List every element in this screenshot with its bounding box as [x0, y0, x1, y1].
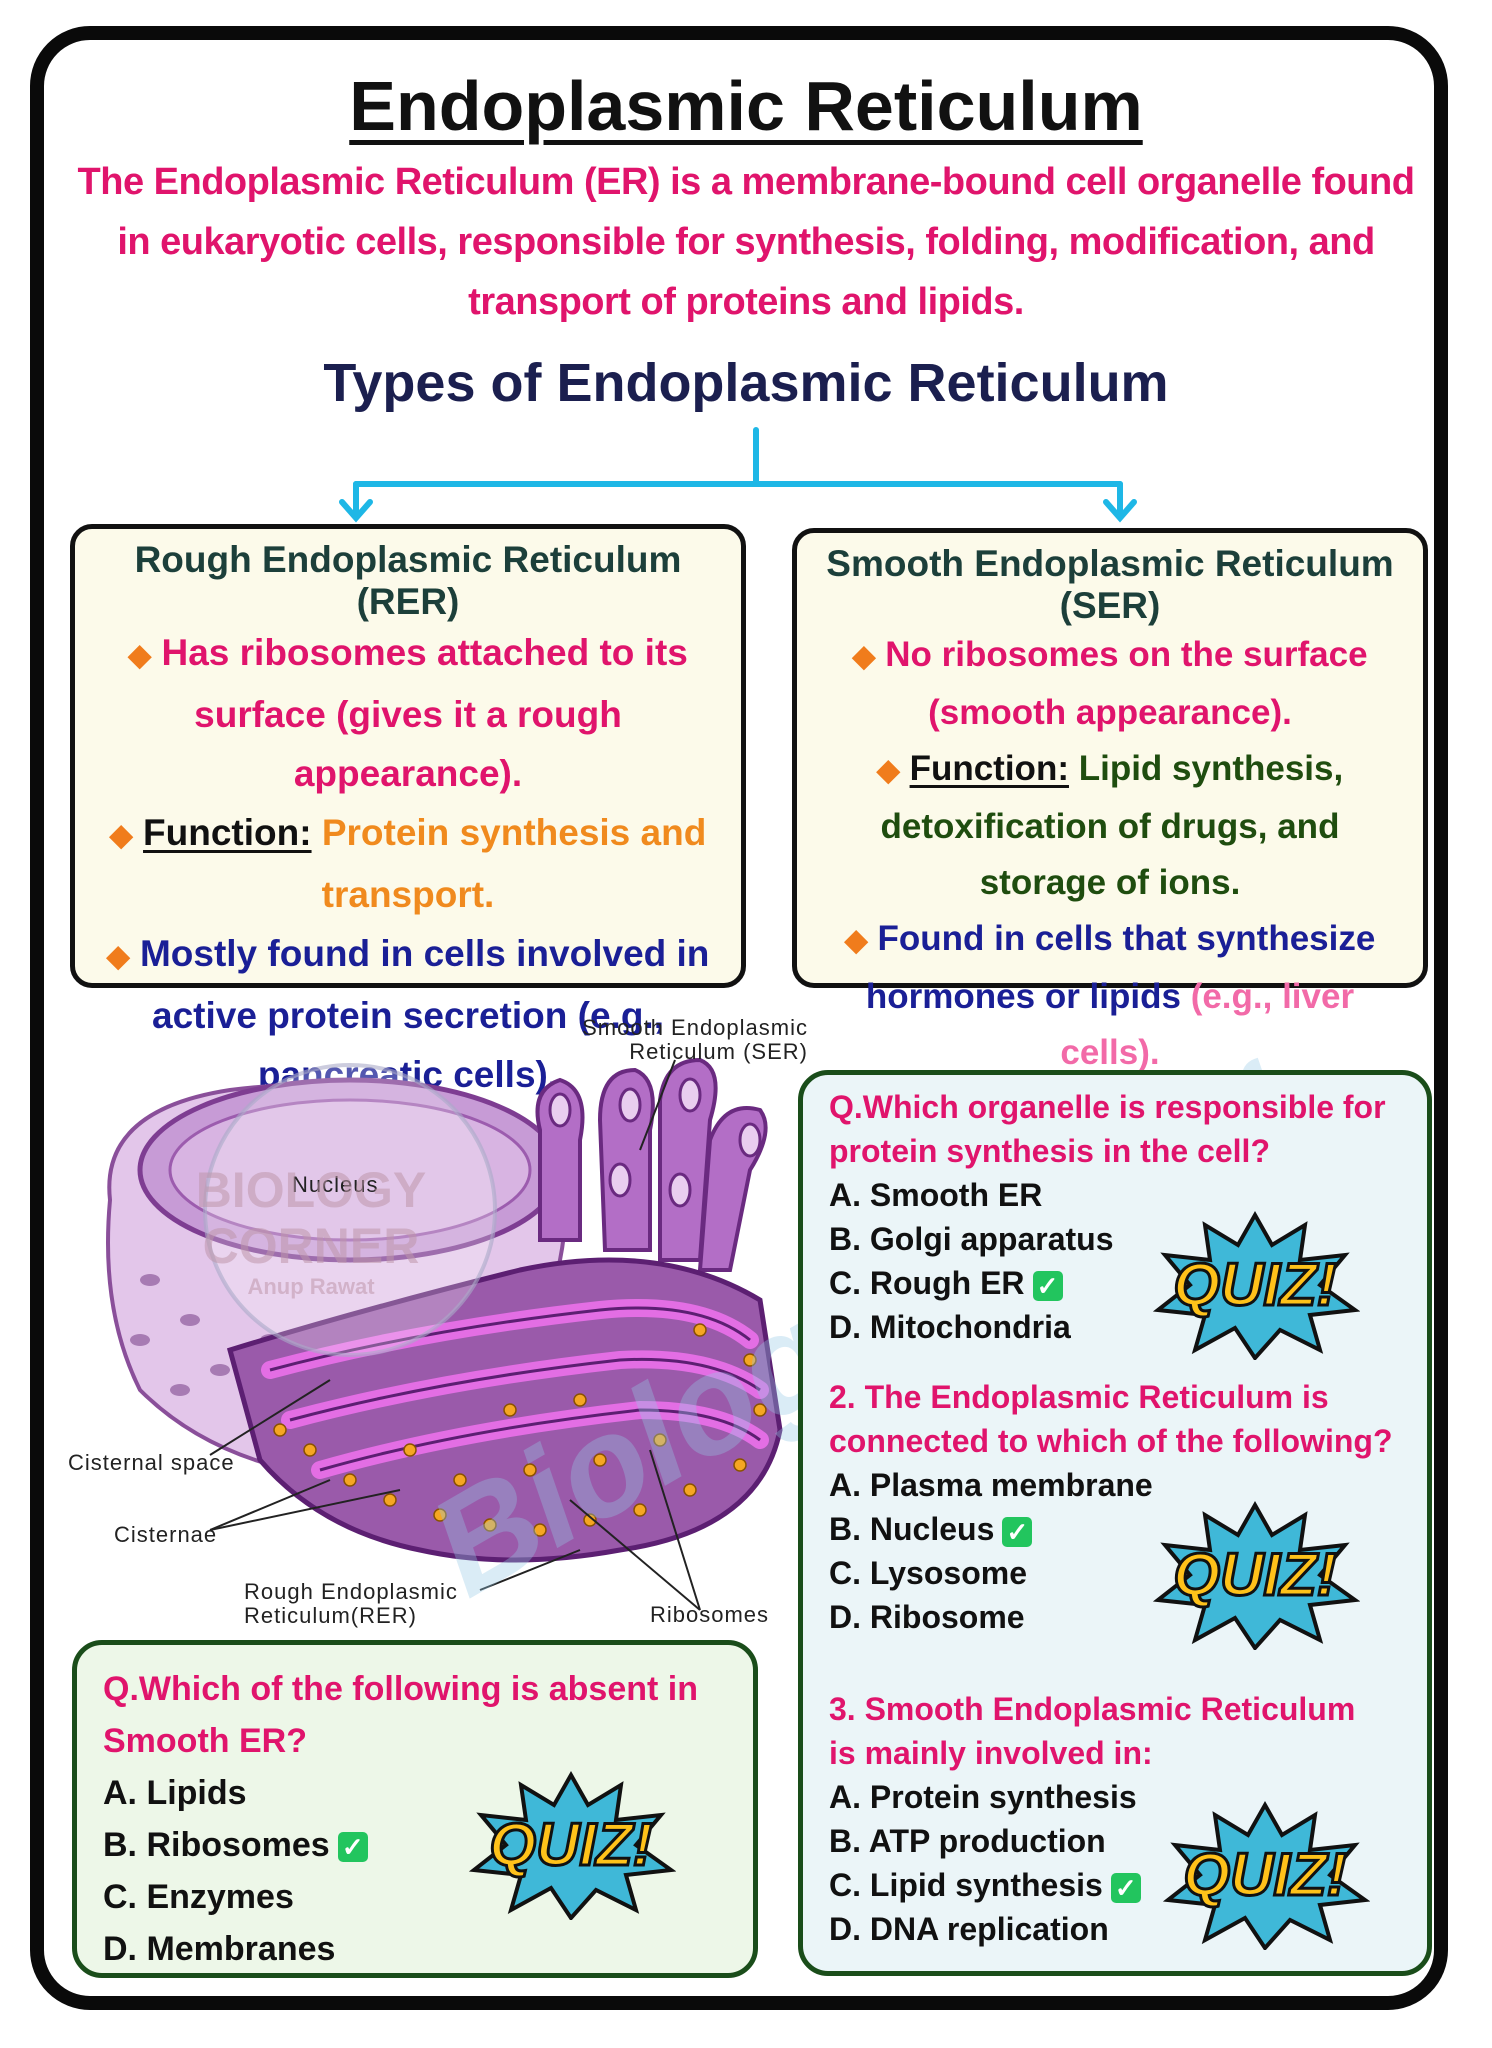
burst-icon	[1162, 1800, 1370, 1950]
quiz-badge-text: QUIZ!	[1172, 1250, 1338, 1320]
quiz4-question: 3. Smooth Endoplasmic Reticulum is mainl…	[829, 1691, 1356, 1771]
diamond-icon: ◆	[876, 754, 900, 787]
quiz1-option-d: D. Membranes	[103, 1930, 336, 1968]
types-heading: Types of Endoplasmic Reticulum	[323, 353, 1169, 413]
ser-card: Smooth Endoplasmic Reticulum (SER) ◆ No …	[792, 528, 1428, 1072]
ser-point3-b: (e.g., liver cells).	[1060, 977, 1355, 1072]
quiz-badge-1: QUIZ!	[466, 1770, 676, 1920]
quiz-panel-right: Q.Which organelle is responsible for pro…	[798, 1070, 1432, 1976]
quiz-badge-text: QUIZ!	[488, 1810, 654, 1880]
er-diagram-illustration	[106, 1057, 783, 1611]
diamond-icon: ◆	[109, 819, 133, 852]
biology-corner-logo: BIOLOGY CORNER Anup Rawat	[186, 1162, 436, 1300]
quiz-badge-2: QUIZ!	[1150, 1210, 1360, 1360]
label-ribosomes: Ribosomes	[650, 1602, 770, 1627]
diamond-icon: ◆	[852, 640, 876, 673]
quiz3-option-c: C. Lysosome	[829, 1555, 1027, 1591]
label-ser: Smooth Endoplasmic Reticulum (SER)	[582, 1015, 808, 1064]
diamond-icon: ◆	[844, 924, 868, 957]
quiz2-question: Q.Which organelle is responsible for pro…	[829, 1089, 1386, 1169]
quiz3-option-d: D. Ribosome	[829, 1599, 1025, 1635]
label-rer: Rough Endoplasmic Reticulum(RER)	[244, 1579, 458, 1628]
logo-line2: CORNER	[202, 1218, 420, 1274]
ser-heading: Smooth Endoplasmic Reticulum (SER)	[826, 543, 1394, 626]
rer-card: Rough Endoplasmic Reticulum (RER) ◆ Has …	[70, 524, 746, 1095]
burst-icon	[1152, 1210, 1360, 1360]
check-icon: ✓	[1002, 1516, 1033, 1547]
check-icon: ✓	[337, 1832, 368, 1863]
diamond-icon: ◆	[106, 940, 130, 973]
logo-line3: Anup Rawat	[247, 1274, 375, 1299]
quiz4-option-b: B. ATP production	[829, 1823, 1106, 1859]
quiz1-question: Q.Which of the following is absent in Sm…	[103, 1670, 698, 1760]
quiz4-block: 3. Smooth Endoplasmic Reticulum is mainl…	[829, 1687, 1401, 1951]
label-cisternae: Cisternae	[114, 1522, 218, 1547]
intro-text: The Endoplasmic Reticulum (ER) is a memb…	[77, 161, 1415, 323]
quiz4-option-a: A. Protein synthesis	[829, 1779, 1137, 1815]
quiz1-option-c: C. Enzymes	[103, 1878, 294, 1916]
quiz3-block: 2. The Endoplasmic Reticulum is connecte…	[829, 1375, 1401, 1687]
quiz-badge-3: QUIZ!	[1150, 1500, 1360, 1650]
rer-point1: Has ribosomes attached to its surface (g…	[161, 632, 688, 794]
quiz-card-1: Q.Which of the following is absent in Sm…	[72, 1640, 758, 1978]
diamond-icon: ◆	[128, 639, 152, 672]
quiz-badge-text: QUIZ!	[1172, 1540, 1338, 1610]
label-nucleus: Nucleus	[292, 1172, 379, 1197]
burst-icon	[468, 1770, 676, 1920]
quiz-badge-4: QUIZ!	[1160, 1800, 1370, 1950]
rer-function-text: Protein synthesis and transport.	[321, 812, 707, 915]
quiz3-question: 2. The Endoplasmic Reticulum is connecte…	[829, 1379, 1393, 1459]
ser-function-text: Lipid synthesis, detoxification of drugs…	[880, 749, 1344, 902]
quiz-badge-text: QUIZ!	[1182, 1840, 1348, 1910]
quiz3-option-a: A. Plasma membrane	[829, 1467, 1153, 1503]
quiz1-option-b: B. Ribosomes✓	[103, 1819, 727, 1871]
quiz2-option-a: A. Smooth ER	[829, 1177, 1043, 1213]
label-cisternal-space: Cisternal space	[68, 1450, 235, 1475]
check-icon: ✓	[1110, 1872, 1141, 1903]
rer-function-label: Function:	[143, 812, 312, 853]
quiz2-option-c: C. Rough ER✓	[829, 1261, 1401, 1305]
burst-icon	[1152, 1500, 1360, 1650]
ser-point1: No ribosomes on the surface (smooth appe…	[885, 635, 1368, 732]
ser-function-label: Function:	[909, 749, 1069, 788]
quiz4-option-c: C. Lipid synthesis✓	[829, 1863, 1401, 1907]
quiz4-option-d: D. DNA replication	[829, 1911, 1109, 1947]
quiz3-option-b: B. Nucleus✓	[829, 1507, 1401, 1551]
page-title: Endoplasmic Reticulum	[349, 67, 1143, 145]
check-icon: ✓	[1032, 1270, 1063, 1301]
quiz2-option-d: D. Mitochondria	[829, 1309, 1071, 1345]
branch-arrows	[339, 427, 1137, 523]
rer-heading: Rough Endoplasmic Reticulum (RER)	[134, 539, 682, 622]
quiz2-block: Q.Which organelle is responsible for pro…	[829, 1085, 1401, 1375]
quiz2-option-b: B. Golgi apparatus	[829, 1221, 1114, 1257]
ser-point3-a: Found in cells that synthesize hormones …	[865, 919, 1376, 1016]
logo-line1: BIOLOGY	[195, 1162, 427, 1218]
quiz1-option-a: A. Lipids	[103, 1774, 247, 1812]
